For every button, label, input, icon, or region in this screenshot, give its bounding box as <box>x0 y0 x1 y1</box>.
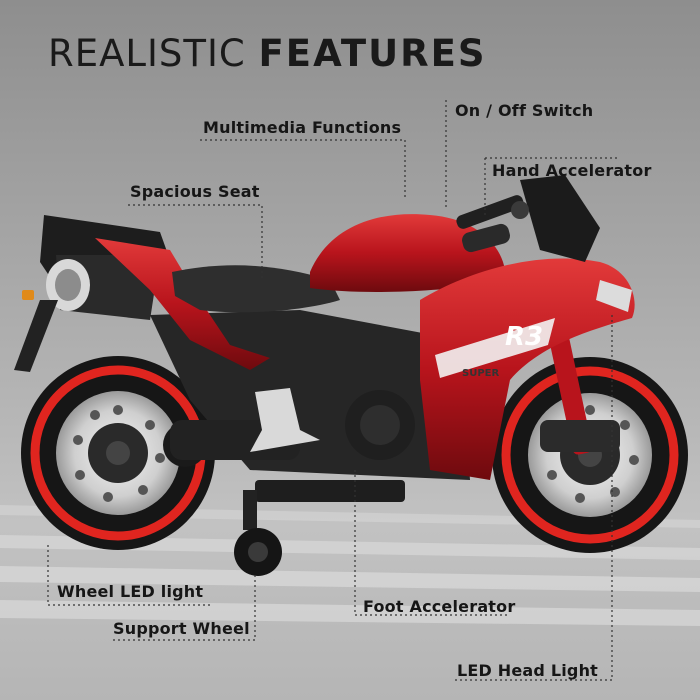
footboard <box>255 480 405 502</box>
label-hand-accelerator: Hand Accelerator <box>492 161 652 180</box>
page-title: REALISTIC FEATURES <box>48 32 487 75</box>
title-bold: FEATURES <box>258 32 487 75</box>
label-spacious-seat: Spacious Seat <box>130 182 260 201</box>
support-wheel-graphic <box>234 490 282 576</box>
label-foot-accelerator: Foot Accelerator <box>363 597 516 616</box>
handlebar <box>456 195 529 253</box>
front-wheel <box>492 357 688 553</box>
label-wheel-led-light: Wheel LED light <box>57 582 204 601</box>
fuel-tank <box>310 214 505 292</box>
r3-badge: R3 <box>505 322 543 352</box>
label-led-head-light: LED Head Light <box>457 661 599 680</box>
label-on-off-switch: On / Off Switch <box>455 101 594 120</box>
foot-pedal <box>250 388 320 452</box>
title-light: REALISTIC <box>48 32 259 75</box>
super-badge: SUPER <box>462 368 499 379</box>
label-support-wheel: Support Wheel <box>113 619 250 638</box>
rear-assembly <box>14 215 170 372</box>
label-multimedia-functions: Multimedia Functions <box>203 118 402 137</box>
windscreen <box>520 175 600 262</box>
head-light <box>596 280 632 312</box>
